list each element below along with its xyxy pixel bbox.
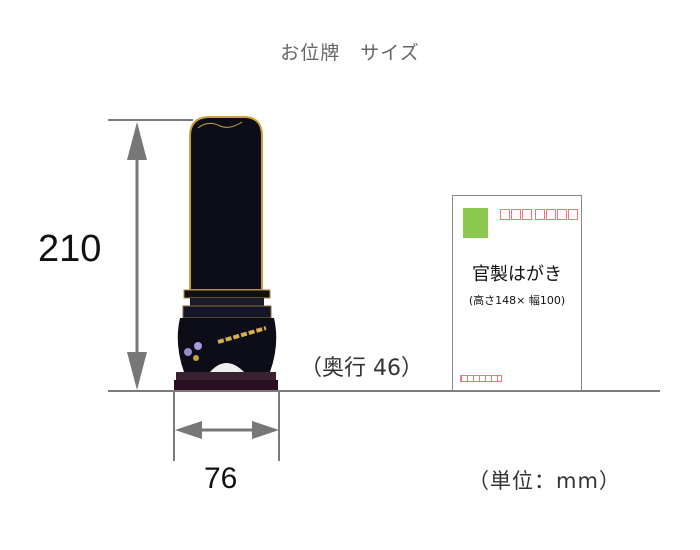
depth-label: （奥行 46） — [300, 356, 423, 381]
unit-label: （単位：mm） — [468, 469, 621, 493]
top-guide-line — [108, 119, 193, 121]
page-title: お位牌 サイズ — [280, 42, 420, 64]
width-guide-right — [278, 391, 280, 461]
ihai-tablet-image — [174, 116, 278, 390]
postcard-name: 官製はがき — [472, 264, 562, 285]
height-arrow — [127, 122, 147, 390]
baseline — [108, 390, 660, 392]
postcard-size: (高さ148× 幅100) — [468, 294, 566, 307]
stamp-area — [463, 208, 488, 238]
height-value: 210 — [38, 228, 102, 270]
postcard-reference: 官製はがき (高さ148× 幅100) — [452, 195, 582, 391]
width-guide-left — [173, 391, 175, 461]
width-value: 76 — [204, 462, 238, 495]
width-arrow — [175, 421, 279, 439]
